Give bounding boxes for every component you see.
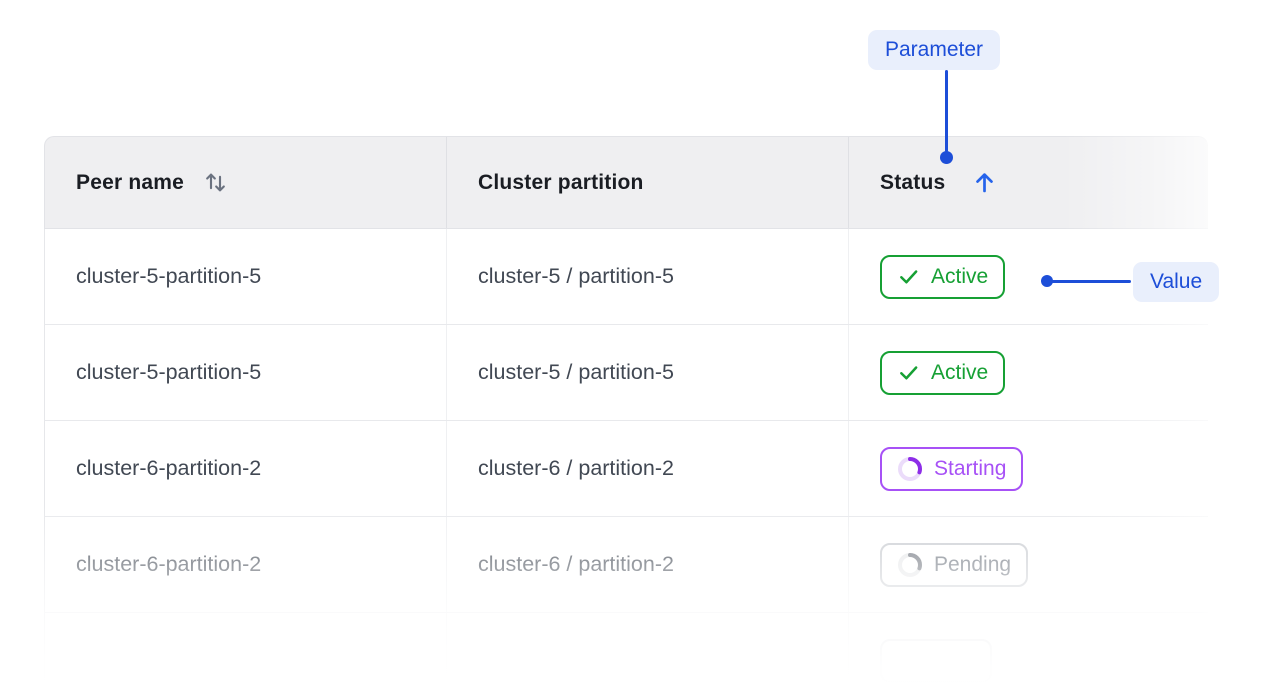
parameter-callout: Parameter <box>868 30 1001 70</box>
sort-arrows-icon[interactable] <box>202 169 229 196</box>
value-callout: Value <box>1133 262 1220 302</box>
column-label-cluster-partition: Cluster partition <box>478 170 644 194</box>
peers-table: Peer name Cluster partition Status <box>44 136 1208 688</box>
peer-name-cell: cluster-5-partition-5 <box>76 264 262 288</box>
cluster-partition-cell: cluster-5 / partition-5 <box>446 229 848 324</box>
check-icon <box>897 361 920 384</box>
status-badge-label: Active <box>931 264 989 288</box>
table-row: cluster-6-partition-2 cluster-6 / partit… <box>44 421 1208 517</box>
peer-name-cell: cluster-6-partition-2 <box>76 456 262 480</box>
status-badge-label: Pending <box>934 552 1012 576</box>
status-badge-active: Active <box>880 350 1006 395</box>
check-icon <box>897 265 920 288</box>
cluster-partition-cell: cluster-5 / partition-5 <box>446 325 848 420</box>
status-cell: Starting <box>848 421 1209 516</box>
column-label-status: Status <box>880 170 946 194</box>
peer-name-cell <box>45 613 446 688</box>
table-row: cluster-5-partition-5 cluster-5 / partit… <box>44 229 1208 325</box>
table-row: cluster-6-partition-2 cluster-6 / partit… <box>44 517 1208 613</box>
arrow-up-icon[interactable] <box>971 169 998 196</box>
status-cell: Active <box>848 325 1209 420</box>
column-header-peer-name[interactable]: Peer name <box>45 137 446 228</box>
cluster-partition-cell: cluster-6 / partition-2 <box>446 421 848 516</box>
parameter-connector-line <box>945 70 948 152</box>
status-badge-label: Starting <box>934 456 1007 480</box>
status-cell <box>848 613 1209 688</box>
cluster-partition-cell <box>446 613 848 688</box>
column-header-status[interactable]: Status <box>848 137 1209 228</box>
parameter-connector-dot <box>940 151 953 164</box>
value-connector-line <box>1049 280 1131 283</box>
status-badge-active: Active <box>880 254 1006 299</box>
status-cell: Active <box>848 229 1209 324</box>
value-connector-dot <box>1041 275 1053 287</box>
spinner-icon <box>897 456 923 482</box>
status-badge-ghost <box>880 638 992 683</box>
column-header-cluster-partition[interactable]: Cluster partition <box>446 137 848 228</box>
cluster-partition-cell: cluster-6 / partition-2 <box>446 517 848 612</box>
table-row <box>44 613 1208 688</box>
status-cell: Pending <box>848 517 1209 612</box>
peer-name-cell: cluster-5-partition-5 <box>76 360 262 384</box>
spinner-icon <box>897 552 923 578</box>
status-badge-label: Active <box>931 360 989 384</box>
peer-name-cell: cluster-6-partition-2 <box>76 552 262 576</box>
table-row: cluster-5-partition-5 cluster-5 / partit… <box>44 325 1208 421</box>
status-badge-pending: Pending <box>880 542 1029 587</box>
status-badge-starting: Starting <box>880 446 1024 491</box>
column-label-peer-name: Peer name <box>76 170 185 194</box>
table-header-row: Peer name Cluster partition Status <box>44 136 1208 229</box>
